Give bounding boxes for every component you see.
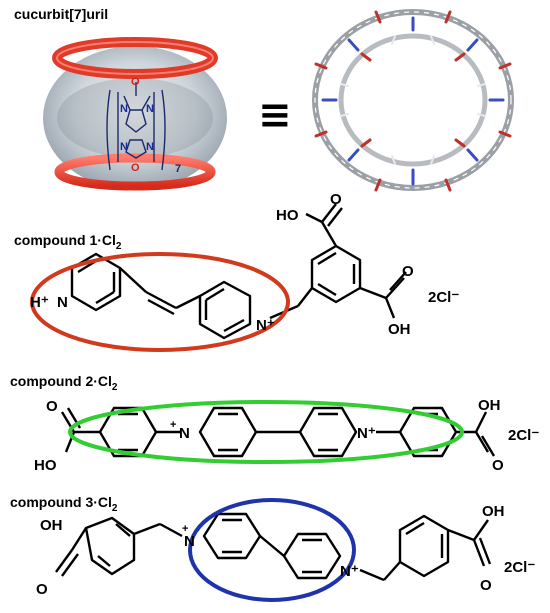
compound-2-prefix: compound (10, 373, 86, 389)
compound-1-structure (30, 203, 407, 352)
c1-counterion: 2Cl⁻ (428, 289, 459, 306)
glycoluril-unit (106, 82, 166, 171)
c1-pyridinium-ring-right (198, 280, 252, 340)
compound-3-suffix: ·Cl (93, 494, 112, 510)
cb7-atom-n-1: N (120, 103, 128, 115)
cb7-ring-inner (338, 33, 488, 167)
c1-benzene-ring (310, 244, 362, 304)
cb7-nitrogen-sticks (321, 16, 505, 186)
compound-3-sub: 2 (111, 502, 118, 514)
compound-2-sub: 2 (111, 381, 118, 393)
c1-atom-n-plus: N⁺ (256, 317, 275, 334)
c2-atom-ho: HO (34, 457, 57, 474)
cb7-barrel-body (43, 46, 227, 190)
cb7-atom-n-3: N (120, 141, 128, 153)
compound-1-label: compound 1·Cl2 (14, 232, 121, 252)
compound-1-suffix: ·Cl (97, 232, 116, 248)
c3-plus-1: + (182, 523, 188, 535)
c3-atom-n-1: N (184, 533, 195, 550)
c1-pyridinium-ring-left (70, 252, 122, 312)
c1-atom-ho: HO (276, 207, 299, 224)
compound-1-prefix: compound (14, 232, 90, 248)
cb7-repeat-index: 7 (175, 163, 181, 175)
c3-atom-oh-left: OH (40, 517, 63, 534)
c1-atom-oh: OH (388, 321, 411, 338)
compound-3-label: compound 3·Cl2 (10, 494, 117, 514)
c2-atom-n-1: N (179, 425, 190, 442)
c2-pyridinium-ring-2 (298, 406, 358, 458)
compound-2-number: 2 (85, 373, 94, 389)
c3-pyridinium-ring-2 (282, 532, 342, 580)
cb7-atom-n-4: N (146, 141, 154, 153)
c2-plus-1: + (170, 419, 176, 431)
c1-atom-o-top: O (330, 191, 342, 208)
c2-atom-o-right: O (492, 457, 504, 474)
cb7-hydrogen-sticks (340, 35, 486, 165)
compound-2-structure (60, 400, 496, 464)
compound-3-prefix: compound (10, 494, 86, 510)
c3-counterion: 2Cl⁻ (504, 559, 535, 576)
cb7-oxygen-sticks (314, 10, 512, 192)
cb7-barrel-cartoon: O N N N N O 7 (43, 37, 227, 191)
cb7-atom-n-2: N (146, 103, 154, 115)
c3-atom-o-right: O (480, 577, 492, 594)
c1-atom-o-right: O (402, 263, 414, 280)
compound-2-suffix: ·Cl (93, 373, 112, 389)
cb7-cavity (57, 78, 213, 158)
c2-atom-o-left: O (46, 398, 58, 415)
c1-atom-n-left: N (57, 294, 68, 311)
cb7-atom-o-bottom: O (131, 162, 140, 174)
c3-atom-o-left: O (36, 581, 48, 598)
cb7-title: cucurbit[7]uril (14, 6, 109, 22)
compound-2-label: compound 2·Cl2 (10, 373, 117, 393)
c3-binding-ellipse (188, 498, 356, 602)
compound-1-number: 1 (89, 232, 98, 248)
equivalence-symbol: ≡ (258, 92, 292, 138)
cb7-atom-o-top: O (131, 76, 140, 88)
c1-binding-ellipse (30, 252, 290, 352)
compound-3-number: 3 (85, 494, 94, 510)
compound-3-structure (55, 498, 492, 602)
c3-atom-oh-right: OH (482, 503, 505, 520)
c1-atom-h-plus: H⁺ (30, 294, 49, 311)
c3-phenyl-ring-left (84, 516, 136, 576)
c2-atom-n-plus-2: N⁺ (357, 425, 376, 442)
c2-binding-ellipse (68, 400, 464, 464)
compound-1-sub: 2 (115, 240, 122, 252)
cb7-stick-model (312, 9, 514, 192)
c2-counterion: 2Cl⁻ (508, 427, 539, 444)
c3-atom-n-plus-2: N⁺ (340, 563, 359, 580)
c2-atom-oh: OH (478, 397, 501, 414)
